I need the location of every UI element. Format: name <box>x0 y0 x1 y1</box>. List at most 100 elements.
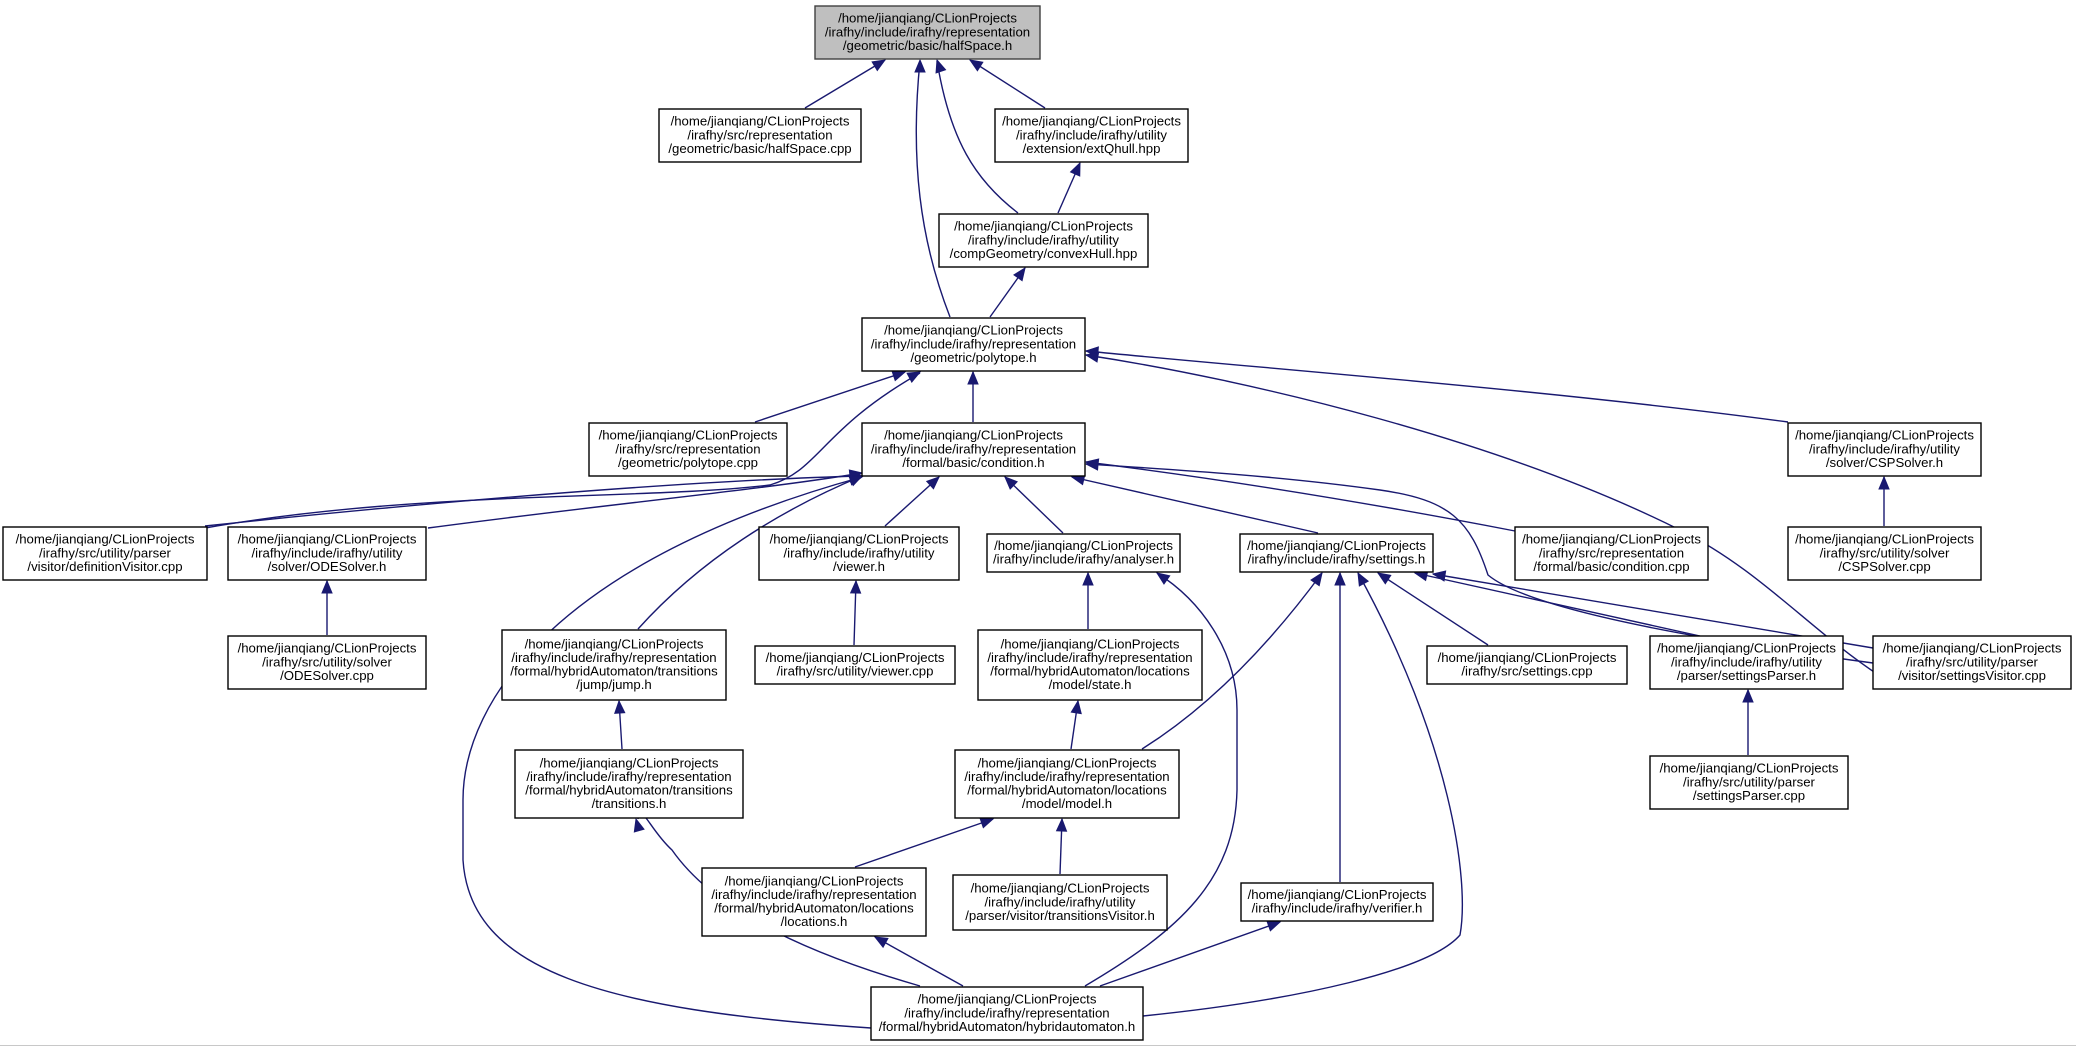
node-hybridautomaton-h[interactable]: /home/jianqiang/CLionProjects/irafhy/inc… <box>870 986 1144 1041</box>
node-transitionsVisitor-h[interactable]: /home/jianqiang/CLionProjects/irafhy/inc… <box>952 874 1168 931</box>
node-label-line: /home/jianqiang/CLionProjects <box>16 532 195 547</box>
edge-arrowhead <box>848 474 864 486</box>
node-polytope-cpp[interactable]: /home/jianqiang/CLionProjects/irafhy/src… <box>588 422 788 477</box>
node-transitions-h[interactable]: /home/jianqiang/CLionProjects/irafhy/inc… <box>514 749 744 819</box>
node-box <box>1514 526 1709 581</box>
node-label-line: /formal/hybridAutomaton/locations <box>990 664 1190 679</box>
edge-condition_h-to-polytope_h <box>967 370 979 422</box>
node-model-h[interactable]: /home/jianqiang/CLionProjects/irafhy/inc… <box>954 749 1180 819</box>
node-label-line: /extension/extQhull.hpp <box>1023 141 1161 156</box>
node-ODESolver-h[interactable]: /home/jianqiang/CLionProjects/irafhy/inc… <box>227 526 427 581</box>
nodes-layer: /home/jianqiang/CLionProjects/irafhy/inc… <box>2 5 2072 1041</box>
node-label-line: /irafhy/src/utility/solver <box>262 654 392 669</box>
node-label-line: /parser/visitor/transitionsVisitor.h <box>965 908 1155 923</box>
edge-convexHull_hpp-to-halfSpace_h <box>935 58 1019 214</box>
node-label-line: /home/jianqiang/CLionProjects <box>954 219 1133 234</box>
node-settings-cpp[interactable]: /home/jianqiang/CLionProjects/irafhy/src… <box>1426 645 1628 685</box>
node-jump-h[interactable]: /home/jianqiang/CLionProjects/irafhy/inc… <box>501 629 727 701</box>
node-box <box>952 874 1168 931</box>
node-label-line: /transitions.h <box>592 796 667 811</box>
node-polytope-h[interactable]: /home/jianqiang/CLionProjects/irafhy/inc… <box>861 317 1086 372</box>
edge-model_h-to-state_h <box>1070 699 1082 750</box>
node-box <box>954 749 1180 819</box>
node-box <box>977 629 1203 701</box>
node-label-line: /home/jianqiang/CLionProjects <box>1795 428 1974 443</box>
edge-arrowhead <box>1069 161 1081 177</box>
node-halfSpace-h[interactable]: /home/jianqiang/CLionProjects/irafhy/inc… <box>814 5 1041 60</box>
node-viewer-h[interactable]: /home/jianqiang/CLionProjects/irafhy/inc… <box>758 526 960 581</box>
node-label-line: /irafhy/include/irafhy/representation <box>964 769 1169 784</box>
node-label-line: /irafhy/include/irafhy/utility <box>985 894 1136 909</box>
node-label-line: /home/jianqiang/CLionProjects <box>1001 636 1180 651</box>
node-label-line: /irafhy/src/utility/parser <box>1906 654 2039 669</box>
node-convexHull-hpp[interactable]: /home/jianqiang/CLionProjects/irafhy/inc… <box>938 213 1149 268</box>
edge-hybridautomaton_h-to-condition_h <box>462 474 872 1029</box>
node-label-line: /home/jianqiang/CLionProjects <box>1795 532 1974 547</box>
node-label-line: /CSPSolver.cpp <box>1838 559 1930 574</box>
node-box <box>227 526 427 581</box>
node-state-h[interactable]: /home/jianqiang/CLionProjects/irafhy/inc… <box>977 629 1203 701</box>
node-settingsParser-cpp[interactable]: /home/jianqiang/CLionProjects/irafhy/src… <box>1649 755 1849 810</box>
edge-arrowhead <box>873 936 889 949</box>
node-settingsVisitor-cpp[interactable]: /home/jianqiang/CLionProjects/irafhy/src… <box>1872 635 2072 690</box>
node-label-line: /irafhy/src/representation <box>615 441 760 456</box>
edge-line <box>1141 572 1323 750</box>
node-label-line: /home/jianqiang/CLionProjects <box>884 323 1063 338</box>
node-locations-h[interactable]: /home/jianqiang/CLionProjects/irafhy/inc… <box>701 867 927 937</box>
edge-hybridautomaton_h-to-settings_h <box>1142 571 1464 1017</box>
node-halfSpace-cpp[interactable]: /home/jianqiang/CLionProjects/irafhy/src… <box>658 108 862 163</box>
node-label-line: /model/model.h <box>1022 796 1112 811</box>
node-label-line: /irafhy/src/settings.cpp <box>1461 664 1592 679</box>
edge-settingsVisitor_cpp-to-condition_h <box>1084 459 1874 664</box>
edge-arrowhead <box>1266 920 1282 932</box>
edge-arrowhead <box>1310 571 1323 587</box>
bottom-divider <box>0 1045 2076 1046</box>
node-analyser-h[interactable]: /home/jianqiang/CLionProjects/irafhy/inc… <box>986 533 1181 573</box>
node-label-line: /formal/hybridAutomaton/locations <box>714 901 914 916</box>
edge-definitionVisitor_cpp-to-polytope_h <box>204 371 922 529</box>
node-box <box>994 108 1189 163</box>
edge-arrowhead <box>1070 699 1082 715</box>
edge-settingsParser_cpp-to-settingsParser_h <box>1742 688 1754 755</box>
node-condition-cpp[interactable]: /home/jianqiang/CLionProjects/irafhy/src… <box>1514 526 1709 581</box>
edge-line <box>1414 572 1701 637</box>
node-ODESolver-cpp[interactable]: /home/jianqiang/CLionProjects/irafhy/src… <box>227 635 427 690</box>
node-label-line: /irafhy/include/irafhy/representation <box>825 24 1030 39</box>
node-label-line: /irafhy/include/irafhy/representation <box>526 769 731 784</box>
node-box <box>501 629 727 701</box>
node-definitionVisitor-cpp[interactable]: /home/jianqiang/CLionProjects/irafhy/src… <box>2 526 208 581</box>
node-label-line: /irafhy/include/irafhy/settings.h <box>1248 552 1425 567</box>
edge-line <box>874 936 964 987</box>
edge-ODESolver_cpp-to-ODESolver_h <box>321 579 333 635</box>
node-label-line: /visitor/definitionVisitor.cpp <box>27 559 182 574</box>
node-label-line: /home/jianqiang/CLionProjects <box>1883 641 2062 656</box>
edge-line <box>1099 921 1281 987</box>
node-CSPSolver-cpp[interactable]: /home/jianqiang/CLionProjects/irafhy/src… <box>1787 526 1982 581</box>
node-label-line: /home/jianqiang/CLionProjects <box>1660 761 1839 776</box>
node-label-line: /jump/jump.h <box>576 677 652 692</box>
node-viewer-cpp[interactable]: /home/jianqiang/CLionProjects/irafhy/src… <box>754 645 956 685</box>
node-extQhull-hpp[interactable]: /home/jianqiang/CLionProjects/irafhy/inc… <box>994 108 1189 163</box>
node-box <box>814 5 1041 60</box>
node-settingsParser-h[interactable]: /home/jianqiang/CLionProjects/irafhy/inc… <box>1649 635 1844 690</box>
node-label-line: /formal/hybridAutomaton/transitions <box>525 783 733 798</box>
node-label-line: /home/jianqiang/CLionProjects <box>1438 650 1617 665</box>
node-label-line: /visitor/settingsVisitor.cpp <box>1898 668 2046 683</box>
edge-polytope_h-to-halfSpace_h <box>914 58 951 318</box>
node-label-line: /home/jianqiang/CLionProjects <box>770 532 949 547</box>
node-settings-h[interactable]: /home/jianqiang/CLionProjects/irafhy/inc… <box>1239 533 1434 573</box>
node-label-line: /irafhy/src/representation <box>1539 545 1684 560</box>
edge-arrowhead <box>1082 571 1094 586</box>
edge-line <box>1085 350 1789 423</box>
edge-arrowhead <box>1004 476 1018 490</box>
node-label-line: /model/state.h <box>1049 677 1132 692</box>
node-box <box>1787 422 1982 477</box>
node-box <box>701 867 927 937</box>
node-CSPSolver-h[interactable]: /home/jianqiang/CLionProjects/irafhy/inc… <box>1787 422 1982 477</box>
edge-settings_h-to-condition_h <box>1070 474 1319 534</box>
node-condition-h[interactable]: /home/jianqiang/CLionProjects/irafhy/inc… <box>861 422 1086 477</box>
node-label-line: /irafhy/include/irafhy/representation <box>711 887 916 902</box>
node-verifier-h[interactable]: /home/jianqiang/CLionProjects/irafhy/inc… <box>1240 882 1434 922</box>
edge-arrowhead <box>1055 817 1068 832</box>
edge-definitionVisitor_cpp-to-condition_h <box>204 471 864 527</box>
